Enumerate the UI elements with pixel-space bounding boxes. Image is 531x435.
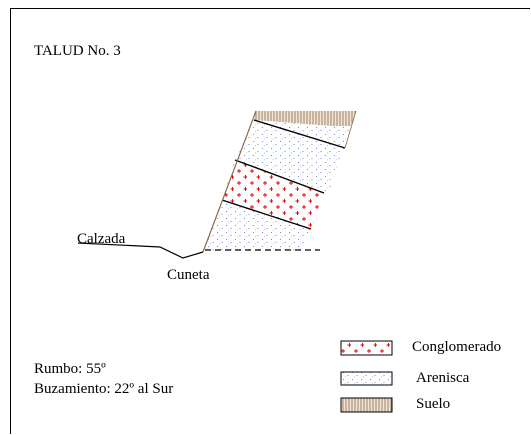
slope-back [344, 110, 357, 149]
contact-line-1 [253, 119, 346, 149]
soil-layer [254, 111, 356, 126]
diagram-title: TALUD No. 3 [34, 43, 121, 59]
diagram-frame [10, 8, 530, 434]
legend-label-suelo: Suelo [416, 396, 451, 412]
label-cuneta: Cuneta [167, 267, 210, 283]
sandstone-layer-upper [254, 120, 351, 145]
legend-swatch-suelo [340, 397, 393, 413]
legend-swatch-conglomerado [340, 340, 393, 356]
road-ditch-profile [77, 242, 204, 259]
sandstone-layer-lower [205, 200, 311, 250]
legend-swatch-arenisca [340, 371, 393, 386]
conglomerate-layer [222, 160, 324, 229]
legend-label-arenisca: Arenisca [416, 370, 470, 386]
buzamiento-text: Buzamiento: 22º al Sur [34, 381, 174, 397]
slope-face [202, 110, 257, 253]
contact-line-3 [221, 199, 312, 230]
sandstone-layer-upper-main [235, 120, 345, 193]
rumbo-text: Rumbo: 55º [34, 361, 106, 377]
contact-line-2 [234, 159, 325, 194]
label-calzada: Calzada [77, 231, 126, 247]
legend-label-conglomerado: Conglomerado [412, 339, 502, 355]
